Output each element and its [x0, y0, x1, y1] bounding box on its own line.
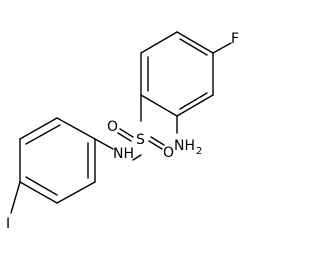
bond-c-i — [10, 181, 21, 214]
structure-diagram: F NH 2 S O O NH I — [6, 31, 239, 232]
ring-right-bond-1 — [176, 31, 214, 54]
ring-right-bond-4 — [140, 94, 178, 117]
sulfonamide-nh-label: NH — [113, 146, 134, 162]
bond-n-c — [94, 138, 114, 150]
ring-right-double-2 — [179, 92, 208, 110]
ring-right-bond-6 — [140, 31, 178, 54]
sulfur-label: S — [136, 132, 145, 148]
oxygen-right-label: O — [163, 145, 174, 161]
ring-left-bond-5 — [56, 181, 96, 204]
bond-s-n — [132, 154, 142, 161]
bond-s-o-right-a — [148, 140, 163, 150]
bond-s-o-left-a — [119, 128, 134, 138]
oxygen-left-label: O — [107, 119, 118, 135]
ring-left-double-2 — [25, 176, 58, 196]
ring-right — [140, 31, 214, 117]
ring-left-bond-4 — [19, 181, 58, 204]
ring-left-bond-1 — [56, 117, 96, 140]
amino-label: NH — [174, 138, 195, 154]
ring-left-double-1 — [25, 124, 61, 145]
bond-s-o-right-b — [150, 136, 165, 146]
ring-left — [19, 117, 96, 204]
fluorine-label: F — [231, 31, 239, 47]
iodine-label: I — [6, 216, 10, 232]
bond-s-o-left-b — [117, 132, 132, 142]
bond-c-f — [212, 42, 232, 54]
amino-subscript: 2 — [196, 146, 202, 157]
ring-right-double-1 — [179, 38, 208, 56]
ring-right-bond-3 — [176, 94, 214, 117]
ring-left-bond-2 — [19, 117, 58, 140]
